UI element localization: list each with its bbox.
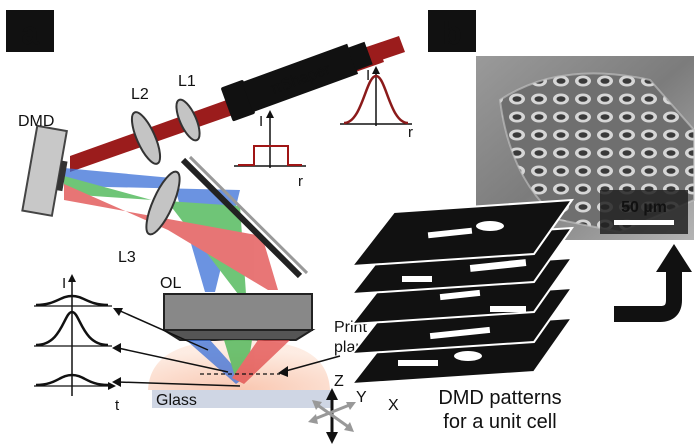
axis-z-label: Z [334, 373, 344, 390]
projected-beams [64, 168, 278, 294]
lens-l1-label: L1 [178, 73, 196, 90]
lens-l2-label: L2 [131, 86, 149, 103]
mirror [180, 155, 309, 279]
red-beam [64, 184, 278, 290]
lens-l3-label: L3 [118, 249, 136, 266]
stage-axes: Z Y X [308, 373, 399, 444]
lens-l2 [130, 111, 162, 165]
objective-lens [160, 293, 316, 341]
profile-pointers [117, 309, 241, 387]
panel-b-label: b [442, 15, 462, 51]
focus-beams [186, 340, 290, 384]
dmd-pattern-features [398, 221, 527, 366]
gaussian-radius-label: r [408, 124, 413, 141]
pi-shaper: πShaper [221, 41, 373, 122]
dmd-chip [21, 124, 68, 217]
flat-top-intensity-label: I [259, 113, 263, 130]
axis-x-label: X [388, 397, 399, 414]
gaussian-intensity-label: I [366, 67, 370, 84]
glass-slide [152, 390, 332, 408]
temporal-time-label: t [115, 397, 120, 414]
dmd-caption-line2: for a unit cell [443, 411, 556, 433]
panel-a-label: a [21, 15, 39, 51]
green-beam [64, 176, 246, 294]
gaussian-profile: I r [340, 66, 413, 141]
panel-a-badge: a [6, 10, 54, 52]
temporal-profiles: I t [34, 274, 120, 414]
print-plane-pointer [281, 355, 341, 373]
dmd-label: DMD [18, 113, 54, 130]
glass-label: Glass [156, 392, 197, 409]
blue-beam [64, 168, 240, 292]
panel-b-badge: b [428, 10, 476, 52]
temporal-intensity-label: I [62, 275, 66, 292]
lens-l1 [175, 98, 201, 142]
lens-l3 [145, 170, 181, 236]
axis-y-label: Y [356, 389, 367, 406]
objective-lens-label: OL [160, 275, 181, 292]
scale-bar-label: 50 µm [621, 199, 667, 216]
flat-top-profile: I r [234, 110, 306, 190]
curved-arrow [614, 244, 692, 322]
dmd-caption-line1: DMD patterns [438, 387, 561, 409]
flat-top-radius-label: r [298, 173, 303, 190]
scale-bar [614, 220, 674, 225]
